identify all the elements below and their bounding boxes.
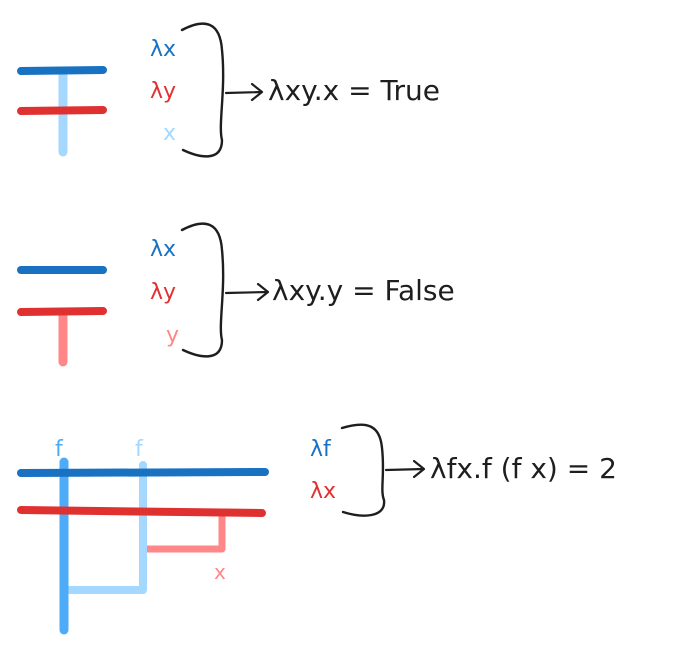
false-label-y: y: [166, 323, 179, 348]
two-inner-f-wire: [60, 461, 147, 594]
true-label-x: x: [163, 121, 176, 146]
two-x-wire: [142, 508, 226, 553]
true-label-lambda-x: λx: [150, 37, 176, 62]
two-arrow: [384, 459, 426, 479]
two-small-label-f-outer: f: [55, 437, 64, 462]
two-label-lambda-f: λf: [310, 437, 332, 462]
two-result: λfx.f (f x) = 2: [430, 452, 617, 485]
two-small-label-x: x: [214, 560, 226, 584]
true-brace: [180, 22, 225, 158]
true-lambda-y-bar: [17, 106, 107, 115]
false-label-lambda-x: λx: [150, 237, 176, 262]
two-label-lambda-x: λx: [310, 479, 336, 504]
diagram-two: f f x λf λx λfx.f (f x) = 2: [17, 423, 617, 635]
true-lambda-x-bar: [17, 66, 107, 75]
two-brace: [340, 423, 386, 517]
true-label-lambda-y: λy: [150, 79, 176, 104]
false-arrow: [224, 282, 270, 302]
two-lambda-f-bar: [17, 468, 269, 477]
false-result: λxy.y = False: [272, 274, 455, 307]
two-small-label-f-inner: f: [135, 437, 144, 462]
true-result: λxy.x = True: [268, 74, 440, 107]
true-arrow: [224, 82, 264, 102]
false-label-lambda-y: λy: [150, 280, 176, 305]
diagram-false: λx λy y λxy.y = False: [17, 222, 455, 367]
diagram-true: λx λy x λxy.x = True: [17, 22, 440, 158]
false-brace: [180, 222, 225, 358]
two-lambda-x-bar: [17, 506, 266, 517]
false-lambda-y-bar: [17, 307, 107, 316]
